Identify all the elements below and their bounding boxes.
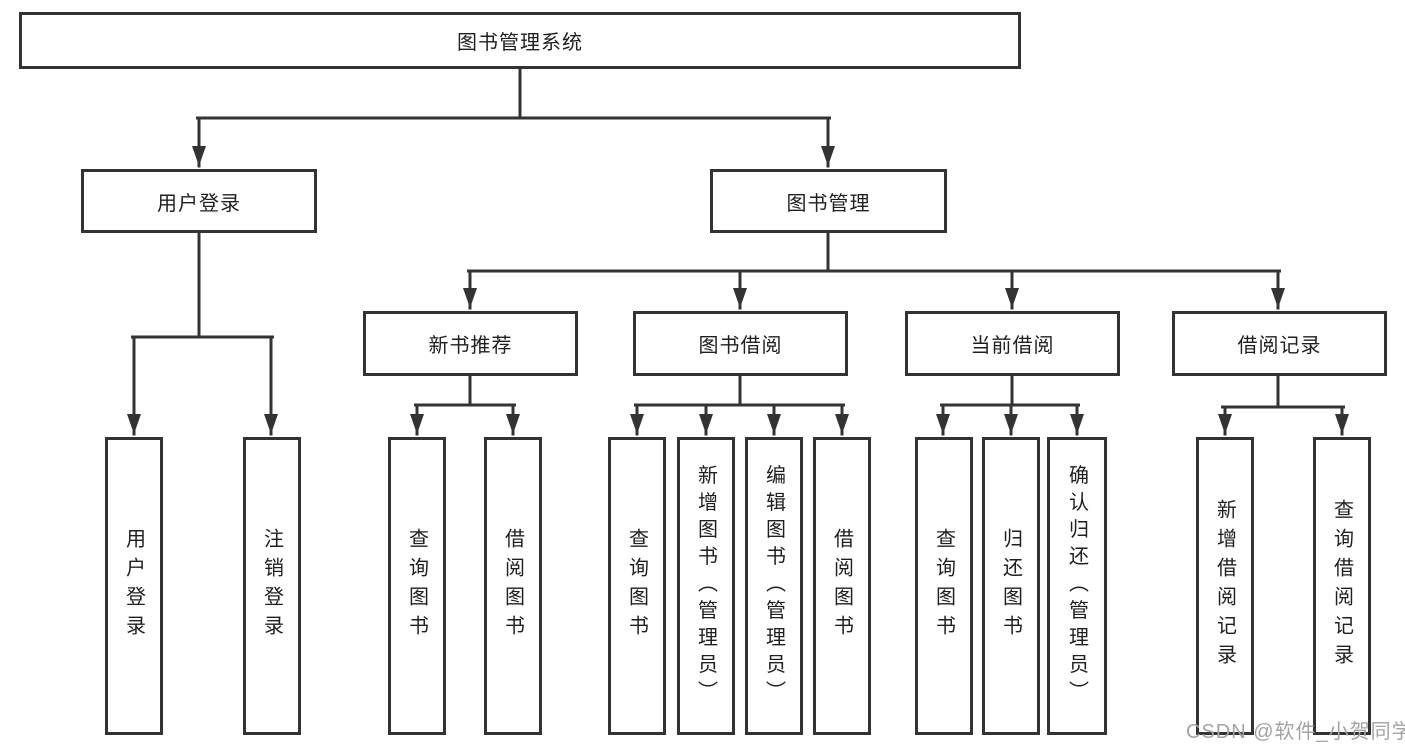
node-label: 查询借阅记录 xyxy=(1330,499,1353,673)
leaf-query-books-recommend: 查询图书 xyxy=(388,437,446,735)
node-label: 当前借阅 xyxy=(970,335,1055,357)
node-book-borrow: 图书借阅 xyxy=(633,311,848,376)
connector-current-borrow-children xyxy=(936,374,1084,436)
node-label: 新书推荐 xyxy=(428,335,513,357)
node-label: 归还图书 xyxy=(999,528,1022,644)
leaf-logout-login: 注销登录 xyxy=(243,437,301,735)
leaf-add-book-admin: 新增图书（管理员） xyxy=(677,437,735,735)
connector-book-borrow-children xyxy=(630,374,849,436)
node-label: 借阅记录 xyxy=(1237,335,1322,357)
node-label: 查询图书 xyxy=(932,528,955,644)
node-label: 用户登录 xyxy=(122,528,145,644)
connector-new-book-children xyxy=(410,374,520,436)
node-library-management-system: 图书管理系统 xyxy=(19,12,1021,69)
node-user-login: 用户登录 xyxy=(81,169,317,233)
node-label: 注销登录 xyxy=(260,528,283,644)
leaf-query-books-borrow: 查询图书 xyxy=(608,437,666,735)
leaf-edit-book-admin: 编辑图书（管理员） xyxy=(745,437,803,735)
connector-borrow-record-children xyxy=(1218,375,1349,436)
connector-root-to-level2 xyxy=(192,67,835,168)
leaf-query-borrow-record: 查询借阅记录 xyxy=(1313,437,1371,735)
csdn-watermark: CSDN @软件_小贺同学 xyxy=(1186,721,1405,743)
leaf-confirm-return-admin: 确认归还（管理员） xyxy=(1047,437,1107,735)
leaf-add-borrow-record: 新增借阅记录 xyxy=(1196,437,1254,735)
connector-book-management-to-level3 xyxy=(463,231,1285,310)
leaf-borrow-books-recommend: 借阅图书 xyxy=(484,437,542,735)
node-label: 新增借阅记录 xyxy=(1213,499,1236,673)
node-label: 图书管理 xyxy=(786,192,871,215)
node-borrow-records: 借阅记录 xyxy=(1172,311,1387,376)
node-label: 图书管理系统 xyxy=(457,32,583,54)
node-label: 借阅图书 xyxy=(830,528,853,644)
node-label: 确认归还（管理员） xyxy=(1065,464,1088,708)
node-label: 借阅图书 xyxy=(501,528,524,644)
connector-user-login-children xyxy=(127,231,278,436)
leaf-user-login: 用户登录 xyxy=(105,437,163,735)
leaf-return-book: 归还图书 xyxy=(982,437,1040,735)
leaf-query-books-current: 查询图书 xyxy=(915,437,973,735)
node-book-management: 图书管理 xyxy=(710,169,947,233)
node-label: 查询图书 xyxy=(405,528,428,644)
leaf-borrow-books: 借阅图书 xyxy=(813,437,871,735)
node-label: 图书借阅 xyxy=(698,335,783,357)
node-label: 查询图书 xyxy=(625,528,648,644)
node-label: 用户登录 xyxy=(157,192,241,215)
node-label: 编辑图书（管理员） xyxy=(762,464,785,708)
node-current-borrow: 当前借阅 xyxy=(905,311,1120,376)
node-label: 新增图书（管理员） xyxy=(694,464,717,708)
node-new-book-recommend: 新书推荐 xyxy=(363,311,578,376)
